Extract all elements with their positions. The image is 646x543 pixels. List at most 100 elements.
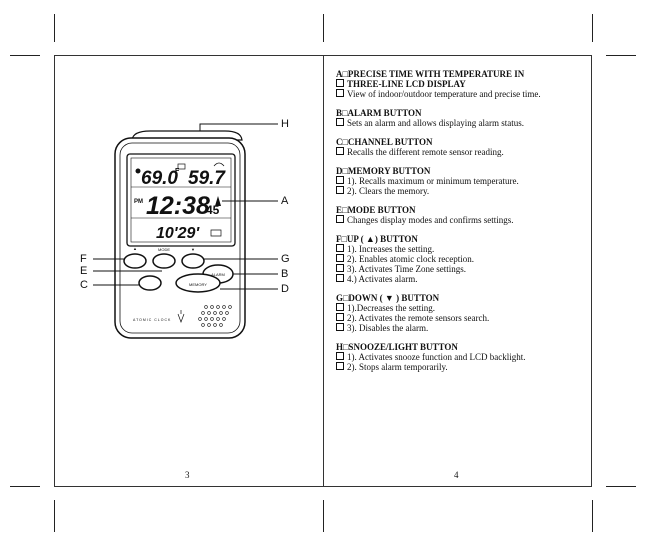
brand-label: ATOMIC CLOCK bbox=[133, 318, 171, 322]
section-item-text: 3). Disables the alarm. bbox=[347, 323, 429, 333]
lcd-inner bbox=[130, 157, 232, 243]
checkbox-square-icon bbox=[336, 323, 344, 331]
down-button bbox=[181, 253, 205, 269]
crop-mark bbox=[323, 14, 324, 42]
lcd-seconds: 45 bbox=[206, 203, 220, 217]
svg-text:▼: ▼ bbox=[191, 247, 195, 252]
alarm-icon bbox=[210, 229, 222, 237]
callout-b: B bbox=[281, 268, 289, 280]
section-item: 3). Disables the alarm. bbox=[336, 323, 586, 333]
checkbox-square-icon bbox=[336, 274, 344, 282]
callout-a: A bbox=[281, 195, 289, 207]
section-item-text: 1).Decreases the setting. bbox=[347, 303, 435, 313]
section-item: 1). Increases the setting. bbox=[336, 244, 586, 254]
up-button bbox=[123, 253, 147, 269]
section-item-text: 2). Activates the remote sensors search. bbox=[347, 313, 490, 323]
section-title: F□UP ( ▲) BUTTON bbox=[336, 234, 418, 244]
crop-mark bbox=[592, 500, 593, 532]
tower-icon bbox=[215, 196, 221, 206]
checkbox-square-icon bbox=[336, 147, 344, 155]
checkbox-square-icon bbox=[336, 264, 344, 272]
crop-mark bbox=[10, 486, 40, 487]
channel-button bbox=[138, 275, 162, 291]
mode-button bbox=[152, 253, 176, 269]
section-item: THREE-LINE LCD DISPLAY bbox=[336, 79, 586, 89]
section-item-text: 1). Activates snooze function and LCD ba… bbox=[347, 352, 526, 362]
callout-f: F bbox=[80, 253, 87, 265]
lcd-date: 10'29' bbox=[156, 225, 200, 242]
checkbox-square-icon bbox=[336, 215, 344, 223]
callout-d: D bbox=[281, 283, 289, 295]
checkbox-square-icon bbox=[336, 362, 344, 370]
page-divider bbox=[323, 55, 324, 487]
crop-mark bbox=[606, 55, 636, 56]
section-title: B□ALARM BUTTON bbox=[336, 108, 422, 118]
section-item: 4.) Activates alarm. bbox=[336, 274, 586, 284]
section-item: 1).Decreases the setting. bbox=[336, 303, 586, 313]
section-item: 1). Activates snooze function and LCD ba… bbox=[336, 352, 586, 362]
antenna-logo bbox=[177, 310, 185, 323]
checkbox-square-icon bbox=[336, 352, 344, 360]
section-item-text: 3). Activates Time Zone settings. bbox=[347, 264, 466, 274]
section-item-text: Sets an alarm and allows displaying alar… bbox=[347, 118, 524, 128]
clock-illustration: 69.0 F 59.7 PM 12:38 45 10'29' ▲ MODE ▼ … bbox=[93, 123, 278, 339]
section-item-text: THREE-LINE LCD DISPLAY bbox=[347, 79, 466, 89]
section-item: 2). Clears the memory. bbox=[336, 186, 586, 196]
section-item: Sets an alarm and allows displaying alar… bbox=[336, 118, 586, 128]
checkbox-square-icon bbox=[336, 186, 344, 194]
section-item-text: 2). Enables atomic clock reception. bbox=[347, 254, 474, 264]
section-title: H□SNOOZE/LIGHT BUTTON bbox=[336, 342, 458, 352]
section-item-text: 4.) Activates alarm. bbox=[347, 274, 418, 284]
section-title: A□PRECISE TIME WITH TEMPERATURE IN bbox=[336, 69, 525, 79]
section-title: D□MEMORY BUTTON bbox=[336, 166, 431, 176]
page-number-right: 4 bbox=[454, 470, 459, 480]
indoor-temp: 69.0 bbox=[141, 168, 178, 189]
section-item-text: Changes display modes and confirms setti… bbox=[347, 215, 514, 225]
section-item-text: 2). Stops alarm temporarily. bbox=[347, 362, 448, 372]
lcd-time: 12:38 bbox=[146, 192, 210, 220]
callout-e: E bbox=[80, 265, 88, 277]
svg-text:MEMORY: MEMORY bbox=[189, 282, 207, 287]
sensor-icon bbox=[135, 168, 141, 174]
section-item: View of indoor/outdoor temperature and p… bbox=[336, 89, 586, 99]
section-item: 2). Enables atomic clock reception. bbox=[336, 254, 586, 264]
page-number-left: 3 bbox=[185, 470, 190, 480]
svg-text:▲: ▲ bbox=[133, 246, 137, 251]
leader-h bbox=[199, 123, 278, 131]
svg-text:ALARM: ALARM bbox=[211, 272, 225, 277]
crop-mark bbox=[10, 55, 40, 56]
pm-indicator: PM bbox=[134, 199, 143, 205]
checkbox-square-icon bbox=[336, 118, 344, 126]
lcd-outer bbox=[126, 153, 236, 247]
section-item: 3). Activates Time Zone settings. bbox=[336, 264, 586, 274]
crop-mark bbox=[606, 486, 636, 487]
section-title: C□CHANNEL BUTTON bbox=[336, 137, 433, 147]
device-diagram: 69.0 F 59.7 PM 12:38 45 10'29' ▲ MODE ▼ … bbox=[80, 118, 290, 339]
checkbox-square-icon bbox=[336, 79, 344, 87]
checkbox-square-icon bbox=[336, 254, 344, 262]
crop-mark bbox=[54, 14, 55, 42]
section-item-text: 2). Clears the memory. bbox=[347, 186, 430, 196]
crop-mark bbox=[54, 500, 55, 532]
section-title: G□DOWN ( ▼ ) BUTTON bbox=[336, 293, 440, 303]
section-item: 2). Stops alarm temporarily. bbox=[336, 362, 586, 372]
section-item: Recalls the different remote sensor read… bbox=[336, 147, 586, 157]
section-item: 1). Recalls maximum or minimum temperatu… bbox=[336, 176, 586, 186]
checkbox-square-icon bbox=[336, 313, 344, 321]
speaker-grille bbox=[198, 305, 232, 327]
section-title: E□MODE BUTTON bbox=[336, 205, 416, 215]
section-item-text: 1). Increases the setting. bbox=[347, 244, 435, 254]
outdoor-temp: 59.7 bbox=[188, 168, 226, 189]
section-item-text: 1). Recalls maximum or minimum temperatu… bbox=[347, 176, 519, 186]
section-item: Changes display modes and confirms setti… bbox=[336, 215, 586, 225]
callout-c: C bbox=[80, 279, 88, 291]
svg-text:MODE: MODE bbox=[158, 247, 170, 252]
